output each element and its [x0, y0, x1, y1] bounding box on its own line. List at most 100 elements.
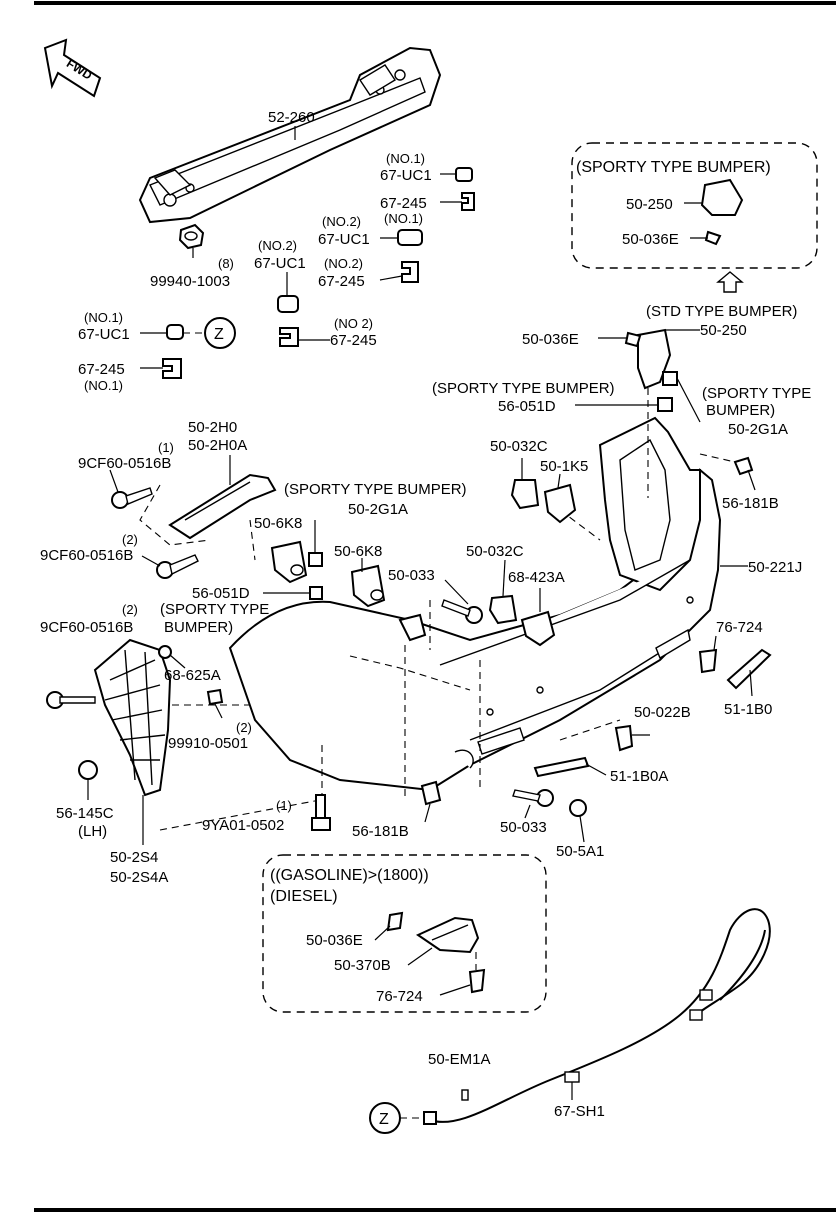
label-no1-a: (NO.1) [386, 151, 425, 166]
clip-56-145c-icon [78, 760, 98, 800]
clip-67-245-left-icon [140, 358, 182, 379]
label-sporty-b2: BUMPER) [706, 402, 775, 419]
label-99910: 99910-0501 [168, 735, 248, 752]
label-lh: (LH) [78, 823, 107, 840]
rear-bumper-cover-part [228, 416, 722, 792]
label-50-033-b: 50-033 [500, 819, 547, 836]
nut-99910-icon [206, 688, 224, 719]
pad-50-2g1a-b-icon [308, 520, 323, 567]
label-67-uc1-d: 67-UC1 [78, 326, 130, 343]
label-50-em1a: 50-EM1A [428, 1051, 491, 1068]
reinforcement-beam-part [138, 46, 442, 224]
label-sporty-b1: (SPORTY TYPE [702, 385, 811, 402]
label-qty1-b: (1) [276, 798, 292, 813]
holder-50-1k5-icon [543, 473, 577, 524]
clip-56-181b-a-icon [733, 456, 756, 491]
label-68-423a: 68-423A [508, 569, 565, 586]
clip-67-uc1-no2c-icon [277, 272, 299, 313]
clip-67-uc1-no1-icon [440, 167, 473, 182]
label-50-221j: 50-221J [748, 559, 802, 576]
bolt-9ya01-icon [311, 794, 331, 831]
bracket-50-032c-a-icon [510, 458, 540, 510]
clip-67-245-no2-icon [379, 261, 419, 283]
label-50-032c-a: 50-032C [490, 438, 548, 455]
label-50-036e-c: 50-036E [306, 932, 363, 949]
label-76-724-b: 76-724 [376, 988, 423, 1005]
wire-harness-67-sh1-part [429, 908, 771, 1123]
label-engine-box-1: ((GASOLINE)>(1800)) [270, 867, 429, 884]
screw-50-033-b-icon [512, 789, 554, 819]
clip-56-181b-b-icon [420, 780, 442, 823]
clip-67-245-no2d-icon [279, 327, 330, 347]
label-67-245-c: 67-245 [330, 332, 377, 349]
label-9cf60-b: 9CF60-0516B [40, 547, 133, 564]
label-sporty-c: (SPORTY TYPE BUMPER) [284, 481, 467, 498]
label-50-1k5: 50-1K5 [540, 458, 588, 475]
clip-left-top-icon [398, 613, 427, 642]
label-50-036e-a: 50-036E [622, 231, 679, 248]
bracket-50-032c-b-icon [488, 559, 518, 625]
label-99940: 99940-1003 [150, 273, 230, 290]
label-67-245-b: 67-245 [318, 273, 365, 290]
clip-68-625a-icon [158, 645, 186, 669]
reflector-51-1b0a-icon [533, 756, 607, 778]
label-50-250-a: 50-250 [626, 196, 673, 213]
label-sporty-d2: BUMPER) [164, 619, 233, 636]
label-qty-8: (8) [218, 256, 234, 271]
label-9ya01: 9YA01-0502 [202, 817, 284, 834]
label-50-6k8-a: 50-6K8 [254, 515, 302, 532]
clip-67-uc1-no1-left-icon [140, 324, 205, 340]
label-std-type: (STD TYPE BUMPER) [646, 303, 797, 320]
sporty-type-box [571, 142, 818, 269]
label-50-022b: 50-022B [634, 704, 691, 721]
label-50-2h0: 50-2H0 [188, 419, 237, 436]
label-67-245-a: 67-245 [380, 195, 427, 212]
label-51-1b0: 51-1B0 [724, 701, 772, 718]
label-50-6k8-b: 50-6K8 [334, 543, 382, 560]
label-no2-c: (NO.2) [324, 256, 363, 271]
clip-50-022b-icon [614, 724, 650, 752]
side-bracket-50-2h0-part [168, 455, 277, 540]
holder-68-423a-icon [520, 588, 556, 647]
label-50-2s4a: 50-2S4A [110, 869, 168, 886]
label-50-2h0a: 50-2H0A [188, 437, 247, 454]
label-50-250-b: 50-250 [700, 322, 747, 339]
label-67-uc1-b: 67-UC1 [318, 231, 370, 248]
bracket-50-6k8-b-icon [350, 558, 386, 608]
label-no2-a: (NO.2) [322, 214, 361, 229]
arch-liner-50-2s4-part [93, 638, 172, 845]
label-no1-c: (NO.1) [84, 310, 123, 325]
label-50-036e-b: 50-036E [522, 331, 579, 348]
label-sporty-d1: (SPORTY TYPE [160, 601, 269, 618]
screw-9cf60-a-icon [109, 469, 153, 509]
pad-sporty-a-icon [575, 371, 701, 423]
label-qty2-b: (2) [122, 602, 138, 617]
bracket-50-6k8-a-icon [270, 540, 308, 584]
label-qty2-a: (2) [122, 532, 138, 547]
screw-50-033-a-icon [441, 579, 483, 624]
label-qty2-c: (2) [236, 720, 252, 735]
label-56-181b-b: 56-181B [352, 823, 409, 840]
label-sporty-box-title: (SPORTY TYPE BUMPER) [576, 159, 771, 176]
fwd-arrow-icon: FWD [43, 38, 102, 98]
pad-50-036e-c-icon [374, 911, 404, 941]
label-67-uc1-a: 67-UC1 [380, 167, 432, 184]
label-9cf60-c: 9CF60-0516B [40, 619, 133, 636]
label-qty1-a: (1) [158, 440, 174, 455]
label-56-051d-a: 56-051D [498, 398, 556, 415]
label-52-260: 52-260 [268, 109, 315, 126]
label-no2-d: (NO 2) [334, 316, 373, 331]
pad-50-036e-b-icon [598, 331, 642, 348]
label-67-245-d: 67-245 [78, 361, 125, 378]
screw-9cf60-b-icon [141, 554, 199, 579]
connector-z-icon [400, 1111, 437, 1125]
label-50-2g1a-b: 50-2G1A [348, 501, 408, 518]
label-67-sh1: 67-SH1 [554, 1103, 605, 1120]
label-76-724-a: 76-724 [716, 619, 763, 636]
reflector-51-1b0-icon [726, 648, 772, 697]
label-51-1b0a: 51-1B0A [610, 768, 668, 785]
label-no2-b: (NO.2) [258, 238, 297, 253]
clip-76-724-b-icon [439, 952, 486, 996]
label-no1-b: (NO.1) [384, 211, 423, 226]
